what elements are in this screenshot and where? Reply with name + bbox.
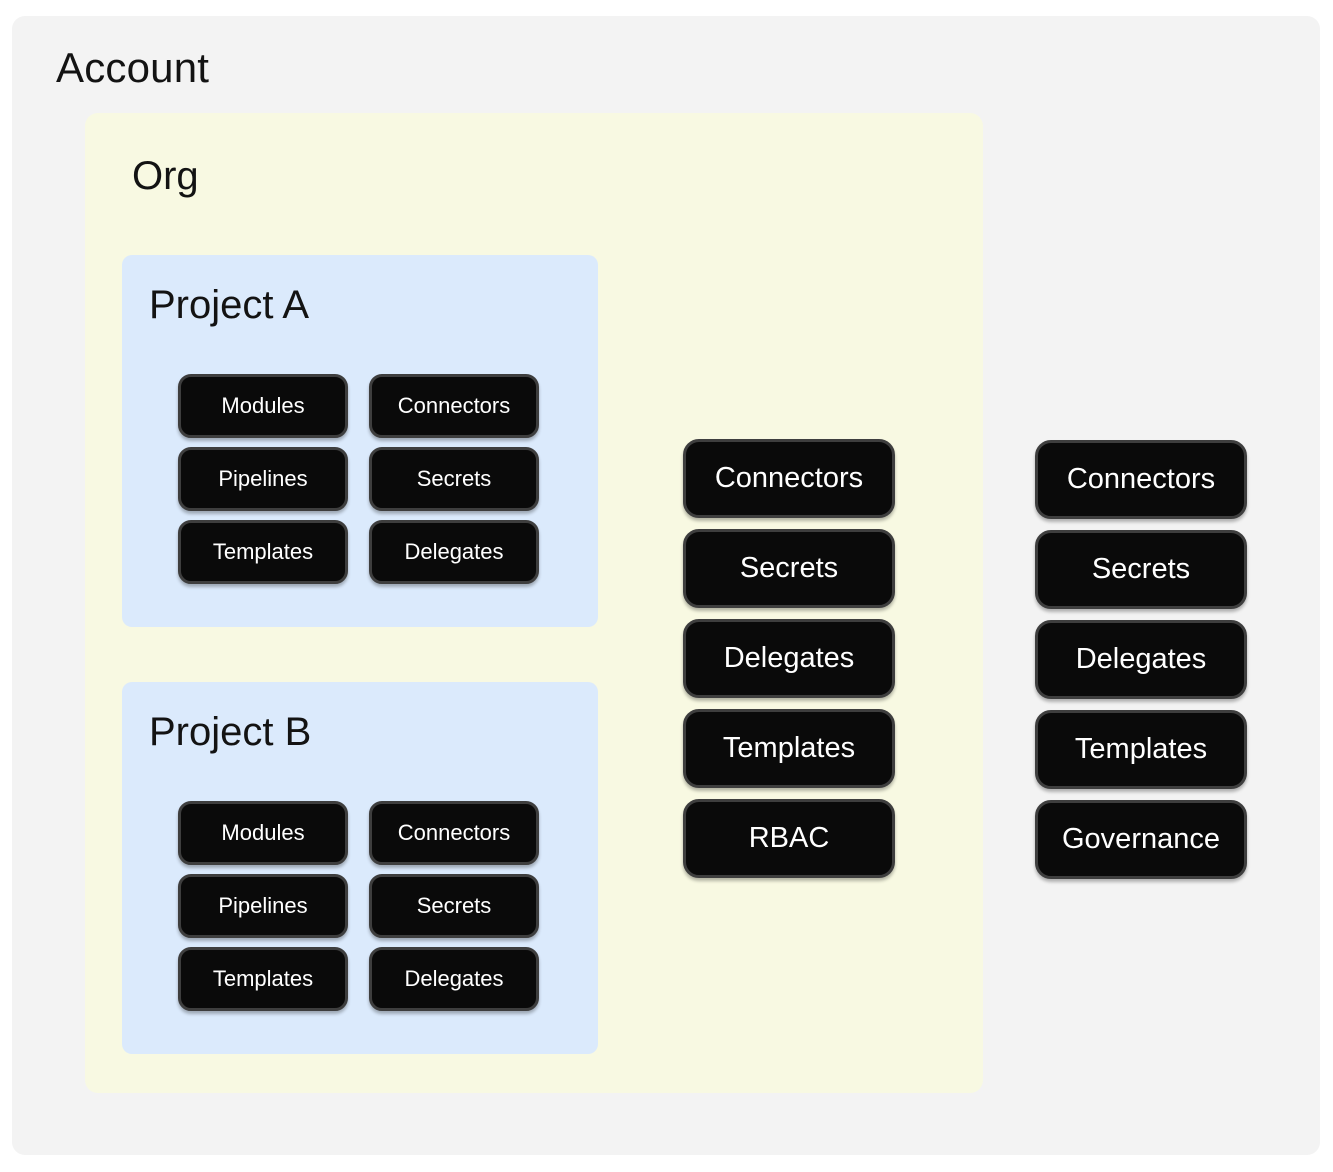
account-pill-delegates: Delegates bbox=[1035, 620, 1247, 699]
project-b-pill-templates: Templates bbox=[178, 947, 348, 1011]
account-label: Account bbox=[56, 44, 210, 91]
org-label: Org bbox=[132, 154, 199, 198]
account-scope-container: Account Org Project A Modules Connectors… bbox=[12, 16, 1320, 1155]
project-a-pill-delegates: Delegates bbox=[369, 520, 539, 584]
project-a-pill-secrets: Secrets bbox=[369, 447, 539, 511]
project-b-container: Project B Modules Connectors Pipelines S… bbox=[122, 682, 598, 1054]
project-a-pill-connectors: Connectors bbox=[369, 374, 539, 438]
account-pill-secrets: Secrets bbox=[1035, 530, 1247, 609]
project-a-pill-templates: Templates bbox=[178, 520, 348, 584]
project-a-pill-pipelines: Pipelines bbox=[178, 447, 348, 511]
project-a-pill-modules: Modules bbox=[178, 374, 348, 438]
project-a-label: Project A bbox=[149, 283, 310, 327]
org-pill-delegates: Delegates bbox=[683, 619, 895, 698]
account-pill-connectors: Connectors bbox=[1035, 440, 1247, 519]
project-a-container: Project A Modules Connectors Pipelines S… bbox=[122, 255, 598, 627]
project-b-label: Project B bbox=[149, 710, 312, 754]
project-b-pill-modules: Modules bbox=[178, 801, 348, 865]
org-pill-rbac: RBAC bbox=[683, 799, 895, 878]
org-pill-stack: Connectors Secrets Delegates Templates R… bbox=[683, 439, 895, 878]
account-pill-templates: Templates bbox=[1035, 710, 1247, 789]
org-pill-secrets: Secrets bbox=[683, 529, 895, 608]
org-scope-container: Org Project A Modules Connectors Pipelin… bbox=[85, 113, 983, 1093]
org-pill-templates: Templates bbox=[683, 709, 895, 788]
account-pill-stack: Connectors Secrets Delegates Templates G… bbox=[1035, 440, 1247, 879]
project-b-pill-delegates: Delegates bbox=[369, 947, 539, 1011]
project-b-pill-secrets: Secrets bbox=[369, 874, 539, 938]
org-pill-connectors: Connectors bbox=[683, 439, 895, 518]
project-a-pill-grid: Modules Connectors Pipelines Secrets Tem… bbox=[178, 374, 539, 584]
account-pill-governance: Governance bbox=[1035, 800, 1247, 879]
project-b-pill-connectors: Connectors bbox=[369, 801, 539, 865]
project-b-pill-pipelines: Pipelines bbox=[178, 874, 348, 938]
project-b-pill-grid: Modules Connectors Pipelines Secrets Tem… bbox=[178, 801, 539, 1011]
